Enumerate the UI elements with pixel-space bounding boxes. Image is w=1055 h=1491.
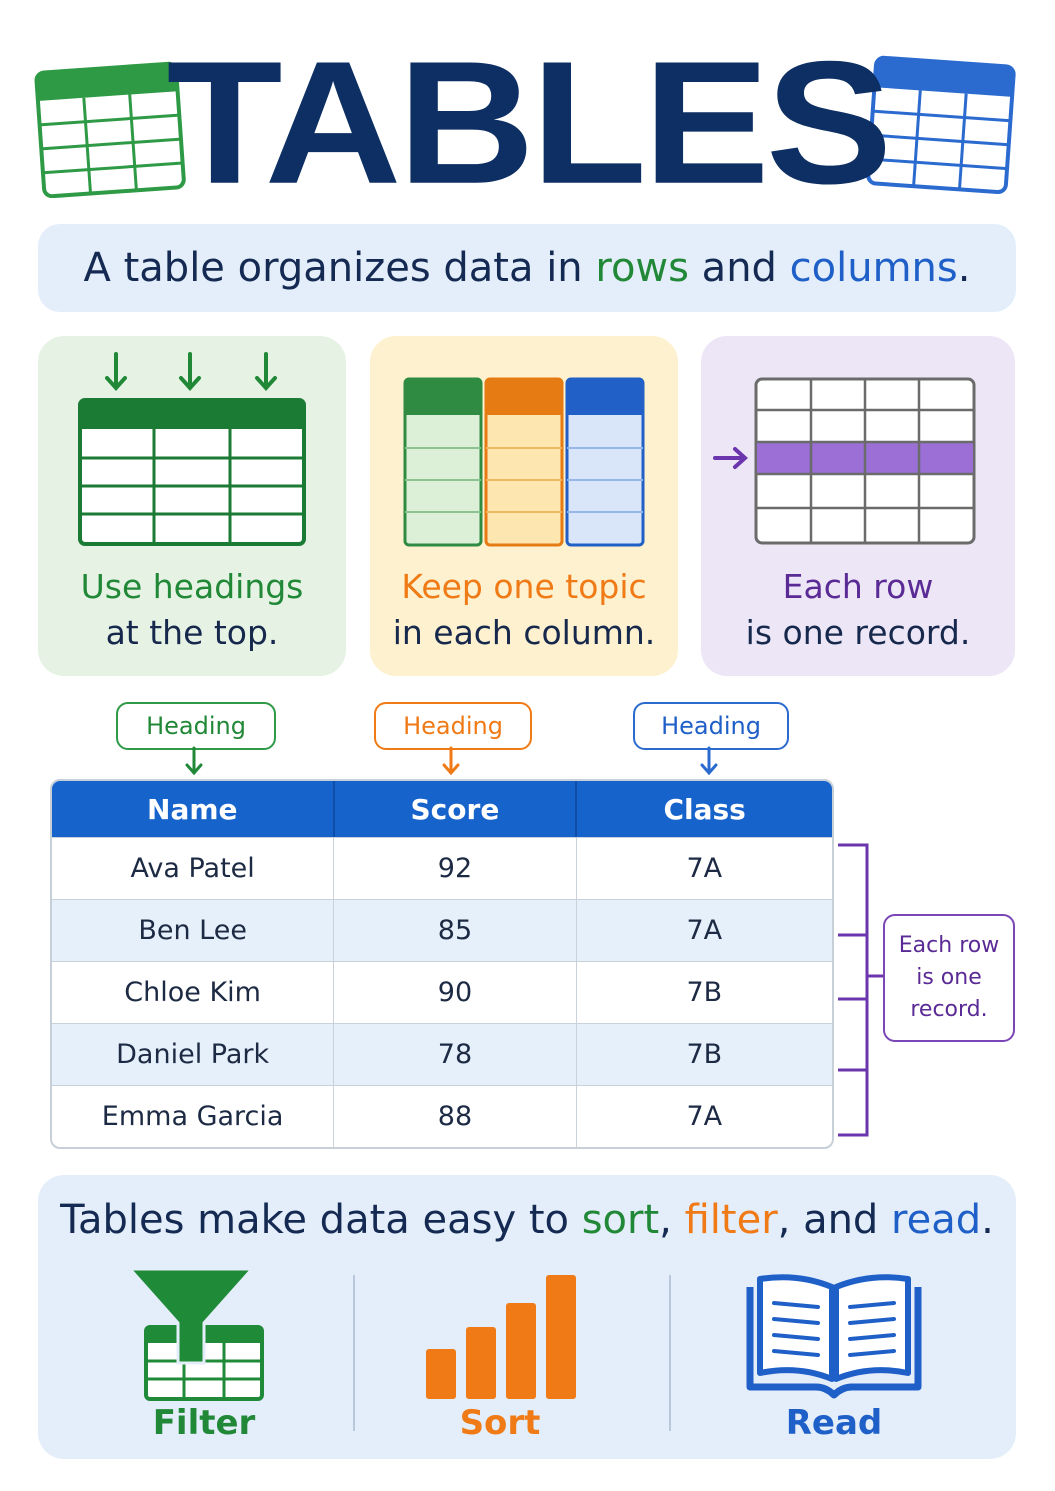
cell-score: 92 (333, 838, 575, 899)
cell-class: 7A (575, 838, 832, 899)
column-header-name[interactable]: Name (147, 792, 238, 826)
feature-label-sort: Sort (459, 1403, 541, 1443)
table-row: Ava Patel 92 7A (52, 837, 832, 899)
cell-name: Chloe Kim (124, 977, 261, 1008)
benefits-before: Tables make data easy to (60, 1197, 582, 1243)
heading-tag-name: Heading (116, 702, 276, 750)
tip-headings-line2: at the top. (105, 613, 279, 652)
green-table-icon (34, 61, 186, 198)
cell-score: 90 (333, 962, 575, 1023)
table-row: Daniel Park 78 7B (52, 1023, 832, 1085)
table-header-row: Name Score Class (52, 781, 832, 837)
heading-arrows (185, 746, 718, 776)
tip-headings-line1: Use headings (80, 567, 304, 606)
blue-table-icon (866, 55, 1016, 195)
feature-divider (669, 1275, 671, 1431)
record-bracket (838, 843, 884, 1137)
filter-funnel-icon (128, 1267, 264, 1401)
benefits-comma2: , and (777, 1197, 892, 1243)
feature-label-filter: Filter (152, 1403, 256, 1443)
tip-card-rows: Each row is one record. (701, 336, 1015, 676)
definition-rows: rows (595, 245, 689, 291)
tip-headings-text: Use headings at the top. (38, 564, 346, 656)
record-callout-line3: record. (910, 997, 988, 1022)
definition-before: A table organizes data in (83, 245, 596, 291)
open-book-icon (746, 1274, 922, 1399)
tip-rows-line1: Each row (782, 567, 934, 606)
table-row: Chloe Kim 90 7B (52, 961, 832, 1023)
cell-name: Daniel Park (116, 1039, 270, 1070)
column-header-score[interactable]: Score (332, 781, 576, 837)
benefits-read: read (891, 1197, 982, 1243)
record-callout-line1: Each row (898, 933, 1000, 958)
benefits-sort: sort (581, 1197, 660, 1243)
tip-card-headings: Use headings at the top. (38, 336, 346, 676)
definition-banner: A table organizes data in rows and colum… (38, 224, 1016, 312)
tip-rows-line2: is one record. (745, 613, 971, 652)
tip-rows-text: Each row is one record. (701, 564, 1015, 656)
page-title: TABLES (166, 25, 893, 221)
column-header-class[interactable]: Class (575, 781, 832, 837)
cell-class: 7A (575, 1086, 832, 1147)
headings-table-icon (78, 352, 306, 546)
cell-score: 85 (333, 900, 575, 961)
colored-columns-icon (403, 377, 645, 547)
cell-name: Ava Patel (130, 853, 255, 884)
definition-text: A table organizes data in rows and colum… (84, 245, 971, 291)
tip-columns-line2: in each column. (392, 613, 656, 652)
feature-divider (353, 1275, 355, 1431)
tip-columns-text: Keep one topic in each column. (370, 564, 678, 656)
heading-tag-class: Heading (633, 702, 789, 750)
cell-name: Ben Lee (138, 915, 247, 946)
cell-class: 7B (575, 1024, 832, 1085)
tip-card-columns: Keep one topic in each column. (370, 336, 678, 676)
benefits-panel: Tables make data easy to sort, filter, a… (38, 1175, 1016, 1459)
table-body: Ava Patel 92 7A Ben Lee 85 7A Chloe Kim … (52, 837, 832, 1147)
definition-end: . (957, 245, 971, 291)
cell-name: Emma Garcia (101, 1101, 284, 1132)
table-row: Ben Lee 85 7A (52, 899, 832, 961)
definition-columns: columns (789, 245, 958, 291)
table-row: Emma Garcia 88 7A (52, 1085, 832, 1147)
tip-columns-line1: Keep one topic (401, 567, 647, 606)
cell-class: 7B (575, 962, 832, 1023)
benefits-comma1: , (659, 1197, 685, 1243)
definition-middle: and (688, 245, 790, 291)
highlighted-row-icon (713, 377, 976, 545)
cell-score: 78 (333, 1024, 575, 1085)
cell-class: 7A (575, 900, 832, 961)
benefits-sentence: Tables make data easy to sort, filter, a… (38, 1197, 1016, 1243)
feature-label-read: Read (785, 1403, 883, 1443)
bar-chart-icon (426, 1275, 576, 1399)
student-table: Name Score Class Ava Patel 92 7A Ben Lee… (50, 779, 834, 1149)
benefits-filter: filter (684, 1197, 778, 1243)
benefits-end: . (981, 1197, 994, 1243)
heading-tag-score: Heading (374, 702, 532, 750)
record-callout: Each row is one record. (883, 914, 1015, 1042)
cell-score: 88 (333, 1086, 575, 1147)
record-callout-line2: is one (916, 965, 982, 990)
